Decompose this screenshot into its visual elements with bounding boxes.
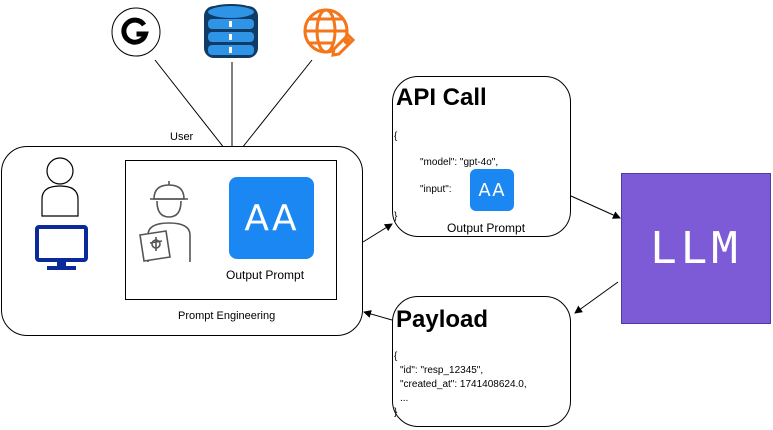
payload-line-1: "id": "resp_12345", <box>400 365 484 376</box>
user-label: User <box>170 131 194 143</box>
arrow-google-to-user <box>154 59 233 159</box>
llm-block: LLM <box>621 173 771 324</box>
output-prompt-tile: AA <box>229 177 314 259</box>
payload-line-2: "created_at": 1741408624.0, <box>400 379 527 390</box>
engineer-icon <box>138 177 200 263</box>
arrow-user-to-api <box>362 223 393 243</box>
payload-line-3: ... <box>400 393 409 404</box>
api-call-title: API Call <box>396 84 487 111</box>
api-call-line-3: } <box>394 211 398 222</box>
api-call-line-2: "input": <box>420 184 452 195</box>
api-call-output-tile: AA <box>470 169 514 211</box>
database-icon <box>203 2 259 62</box>
api-call-line-1: "model": "gpt-4o", <box>420 157 499 168</box>
user-person-icon <box>40 155 80 217</box>
prompt-engineering-caption: Prompt Engineering <box>178 310 276 322</box>
arrow-payload-to-user <box>363 310 393 321</box>
google-icon <box>111 7 161 57</box>
output-prompt-label: Output Prompt <box>226 268 305 282</box>
api-call-output-label: Output Prompt <box>447 221 526 235</box>
api-call-line-0: { <box>394 131 398 142</box>
payload-line-0: { <box>394 351 398 362</box>
payload-line-4: } <box>394 407 398 418</box>
payload-box <box>392 296 571 427</box>
arrow-web-to-user <box>233 59 313 159</box>
arrow-api-to-llm <box>570 195 621 219</box>
payload-title: Payload <box>396 306 489 333</box>
web-icon <box>300 5 356 61</box>
monitor-icon <box>35 225 88 272</box>
arrow-llm-to-payload <box>574 281 619 314</box>
